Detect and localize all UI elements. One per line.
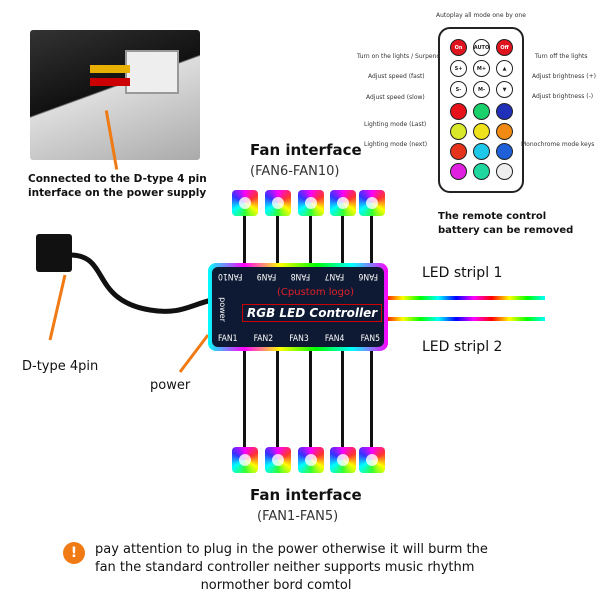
dtype-connector	[36, 234, 72, 272]
fan	[330, 190, 356, 216]
color-key[interactable]	[450, 103, 467, 120]
remote-button[interactable]: ▼	[496, 81, 513, 98]
remote-button[interactable]: On	[450, 39, 467, 56]
color-key[interactable]	[473, 103, 490, 120]
fan	[359, 190, 385, 216]
color-key[interactable]	[450, 143, 467, 160]
led-strip-2	[385, 317, 545, 321]
remote-button[interactable]: Off	[496, 39, 513, 56]
warning-icon: !	[63, 542, 85, 564]
remote-button[interactable]: ▲	[496, 60, 513, 77]
color-key[interactable]	[473, 143, 490, 160]
led-strip-2-label: LED stripl 2	[422, 339, 503, 355]
remote-label: Lighting mode (Last)	[364, 121, 427, 128]
remote-label: Adjust brightness (-)	[532, 93, 594, 100]
fan	[265, 190, 291, 216]
remote-label: Lighting mode (next)	[364, 141, 428, 148]
remote-top-label: Autoplay all mode one by one	[436, 12, 526, 19]
color-key[interactable]	[473, 123, 490, 140]
color-key[interactable]	[450, 163, 467, 180]
fan	[359, 447, 385, 473]
logo-text: (Cpustom logo)	[277, 287, 355, 298]
top-fan-range: (FAN6-FAN10)	[250, 164, 340, 179]
color-key[interactable]	[473, 163, 490, 180]
bottom-fan-title: Fan interface	[250, 486, 362, 504]
fan	[232, 190, 258, 216]
remote-label: Monochrome mode keys	[521, 141, 595, 148]
fan	[232, 447, 258, 473]
color-key[interactable]	[496, 123, 513, 140]
remote-button[interactable]: S+	[450, 60, 467, 77]
remote-button[interactable]: M-	[473, 81, 490, 98]
remote-label: Adjust speed (fast)	[368, 73, 425, 80]
remote-label: Turn off the lights	[535, 53, 588, 60]
fan	[298, 190, 324, 216]
color-key[interactable]	[496, 163, 513, 180]
remote-button[interactable]: AUTO	[473, 39, 490, 56]
dtype-label: D-type 4pin	[22, 359, 99, 374]
fan	[298, 447, 324, 473]
power-label: power	[150, 378, 191, 393]
color-key[interactable]	[450, 123, 467, 140]
remote-label: Adjust brightness (+)	[532, 73, 596, 80]
warning-text: pay attention to plug in the power other…	[95, 542, 488, 593]
remote-button[interactable]: S-	[450, 81, 467, 98]
led-strip-1-label: LED stripl 1	[422, 265, 503, 281]
power-supply-image	[30, 30, 200, 160]
controller-name: RGB LED Controller	[242, 304, 383, 322]
top-fan-title: Fan interface	[250, 141, 362, 159]
remote-button[interactable]: M+	[473, 60, 490, 77]
bottom-fan-range: (FAN1-FAN5)	[257, 509, 339, 524]
remote-label: Turn on the lights / Surpend	[357, 53, 441, 60]
fan	[330, 447, 356, 473]
remote-label: Adjust speed (slow)	[366, 94, 425, 101]
power-port-label: power	[217, 297, 227, 322]
color-key[interactable]	[496, 143, 513, 160]
color-key[interactable]	[496, 103, 513, 120]
fan	[265, 447, 291, 473]
led-strip-1	[385, 296, 545, 300]
